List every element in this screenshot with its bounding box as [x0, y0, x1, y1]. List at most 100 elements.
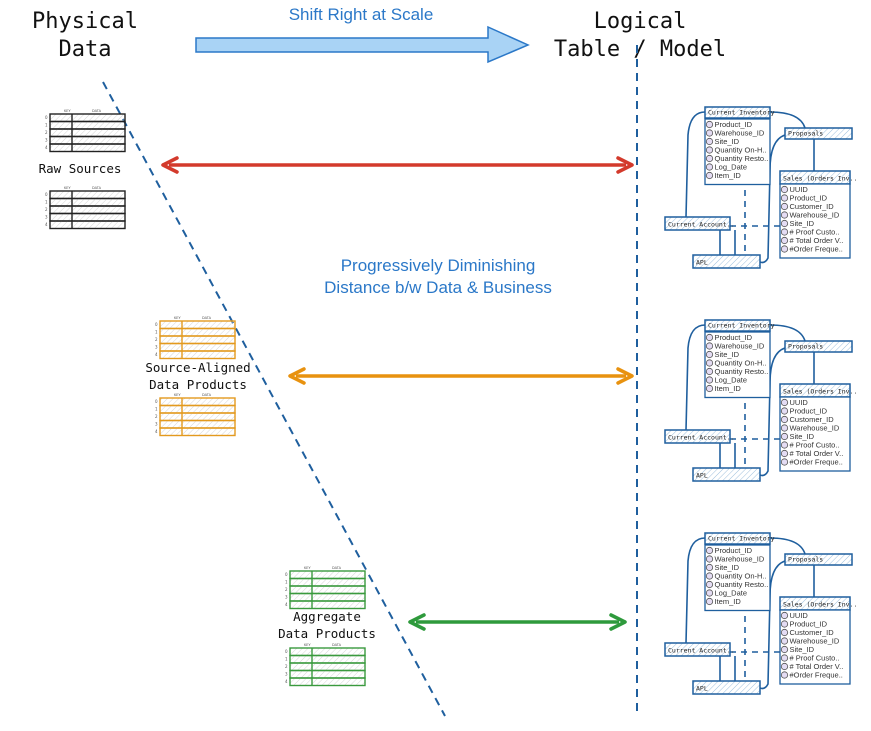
- arrow-head-left: [408, 613, 426, 631]
- field-key-icon: [780, 637, 789, 645]
- apl-title: APL: [696, 472, 708, 480]
- field-key-icon: [705, 597, 714, 606]
- field-name: Warehouse_ID: [790, 424, 840, 433]
- field-name: Warehouse_ID: [715, 555, 765, 564]
- table-row-index: 2: [285, 664, 288, 669]
- table-row: [49, 190, 126, 200]
- logical-model-title-line1: Logical: [594, 9, 687, 34]
- field-name: Site_ID: [790, 432, 815, 441]
- table-row-index: 2: [45, 130, 48, 135]
- table-row-index: 0: [285, 649, 288, 654]
- tier-label: Data Products: [149, 377, 247, 392]
- field-key-icon: [705, 367, 714, 376]
- field-key-icon: [780, 449, 789, 458]
- field-key-icon: [705, 154, 714, 163]
- physical-data-title-line1: Physical: [32, 9, 138, 34]
- table-row: [159, 327, 236, 337]
- field-key-icon: [780, 458, 789, 466]
- relationship-line: [685, 537, 706, 644]
- field-name: Quantity On-H..: [715, 359, 767, 368]
- table-row-index: 1: [285, 580, 288, 585]
- field-name: Warehouse_ID: [790, 211, 840, 220]
- sales-orders-title: Sales (Orders Inv..: [783, 601, 857, 609]
- table-row-index: 4: [45, 145, 48, 150]
- current-account-header: [664, 642, 731, 657]
- center-text-line2: Distance b/w Data & Business: [324, 278, 552, 297]
- table-row: [159, 335, 236, 345]
- table-row: [289, 647, 366, 657]
- field-key-icon: [705, 546, 714, 555]
- table-row: [49, 128, 126, 138]
- table-row-index: 1: [285, 657, 288, 662]
- current-inventory-title: Current Inventory: [708, 322, 775, 330]
- table-header-key: KEY: [64, 109, 72, 113]
- table-row: [49, 205, 126, 215]
- field-name: Customer_ID: [790, 628, 835, 637]
- table-row: [159, 350, 236, 360]
- field-key-icon: [705, 342, 714, 350]
- arrow-head-left: [161, 156, 179, 174]
- relationship-line: [759, 134, 786, 264]
- field-key-icon: [705, 350, 714, 359]
- shift-right-label: Shift Right at Scale: [289, 5, 434, 24]
- table-row: [49, 143, 126, 153]
- arrow-head-right: [616, 367, 634, 385]
- field-name: Product_ID: [790, 620, 828, 629]
- table-header-data: DATA: [92, 109, 102, 113]
- table-row: [289, 592, 366, 602]
- field-name: UUID: [790, 185, 809, 194]
- relationship-line: [719, 656, 736, 681]
- table-row-index: 1: [45, 123, 48, 128]
- field-name: Log_Date: [715, 589, 748, 598]
- logical-model-diagram: Current InventoryProduct_IDWarehouse_IDS…: [664, 319, 857, 482]
- bidirectional-arrow: [408, 613, 627, 631]
- relationship-line: [769, 111, 806, 129]
- sales-orders-fields-box: [779, 183, 851, 259]
- table-row-index: 0: [155, 399, 158, 404]
- field-key-icon: [780, 654, 789, 662]
- tier-label: Raw Sources: [39, 161, 122, 176]
- field-name: Quantity Resto..: [715, 367, 769, 376]
- table-row: [49, 113, 126, 123]
- field-name: Site_ID: [715, 350, 740, 359]
- table-row-index: 1: [155, 407, 158, 412]
- table-row-index: 1: [45, 200, 48, 205]
- table-header-key: KEY: [64, 186, 72, 190]
- arrow-head-right: [609, 613, 627, 631]
- table-header-data: DATA: [332, 643, 342, 647]
- table-row-index: 0: [45, 192, 48, 197]
- table-header-key: KEY: [174, 316, 182, 320]
- field-key-icon: [780, 202, 789, 211]
- table-row-index: 3: [285, 595, 288, 600]
- table-row-index: 2: [155, 337, 158, 342]
- field-name: Product_ID: [715, 333, 753, 342]
- field-key-icon: [705, 589, 714, 597]
- sales-orders-fields-box: [779, 396, 851, 472]
- field-name: Log_Date: [715, 376, 748, 385]
- field-key-icon: [780, 415, 789, 424]
- field-name: Quantity Resto..: [715, 154, 769, 163]
- table-row: [289, 585, 366, 595]
- table-row-index: 4: [155, 429, 158, 434]
- table-row: [289, 669, 366, 679]
- proposals-header: [784, 127, 853, 140]
- field-name: # Proof Custo..: [790, 228, 840, 237]
- relationship-line: [685, 111, 706, 218]
- table-row-index: 0: [45, 115, 48, 120]
- logical-model-title-line2: Table / Model: [554, 37, 726, 62]
- apl-header: [692, 254, 761, 269]
- table-row: [49, 135, 126, 145]
- sales-orders-title: Sales (Orders Inv..: [783, 175, 857, 183]
- field-key-icon: [780, 228, 789, 236]
- field-name: # Proof Custo..: [790, 441, 840, 450]
- field-key-icon: [780, 424, 789, 432]
- current-inventory-title: Current Inventory: [708, 535, 775, 543]
- field-name: Customer_ID: [790, 202, 835, 211]
- field-key-icon: [705, 572, 714, 580]
- current-inventory-header: [704, 106, 771, 119]
- table-row: [159, 320, 236, 330]
